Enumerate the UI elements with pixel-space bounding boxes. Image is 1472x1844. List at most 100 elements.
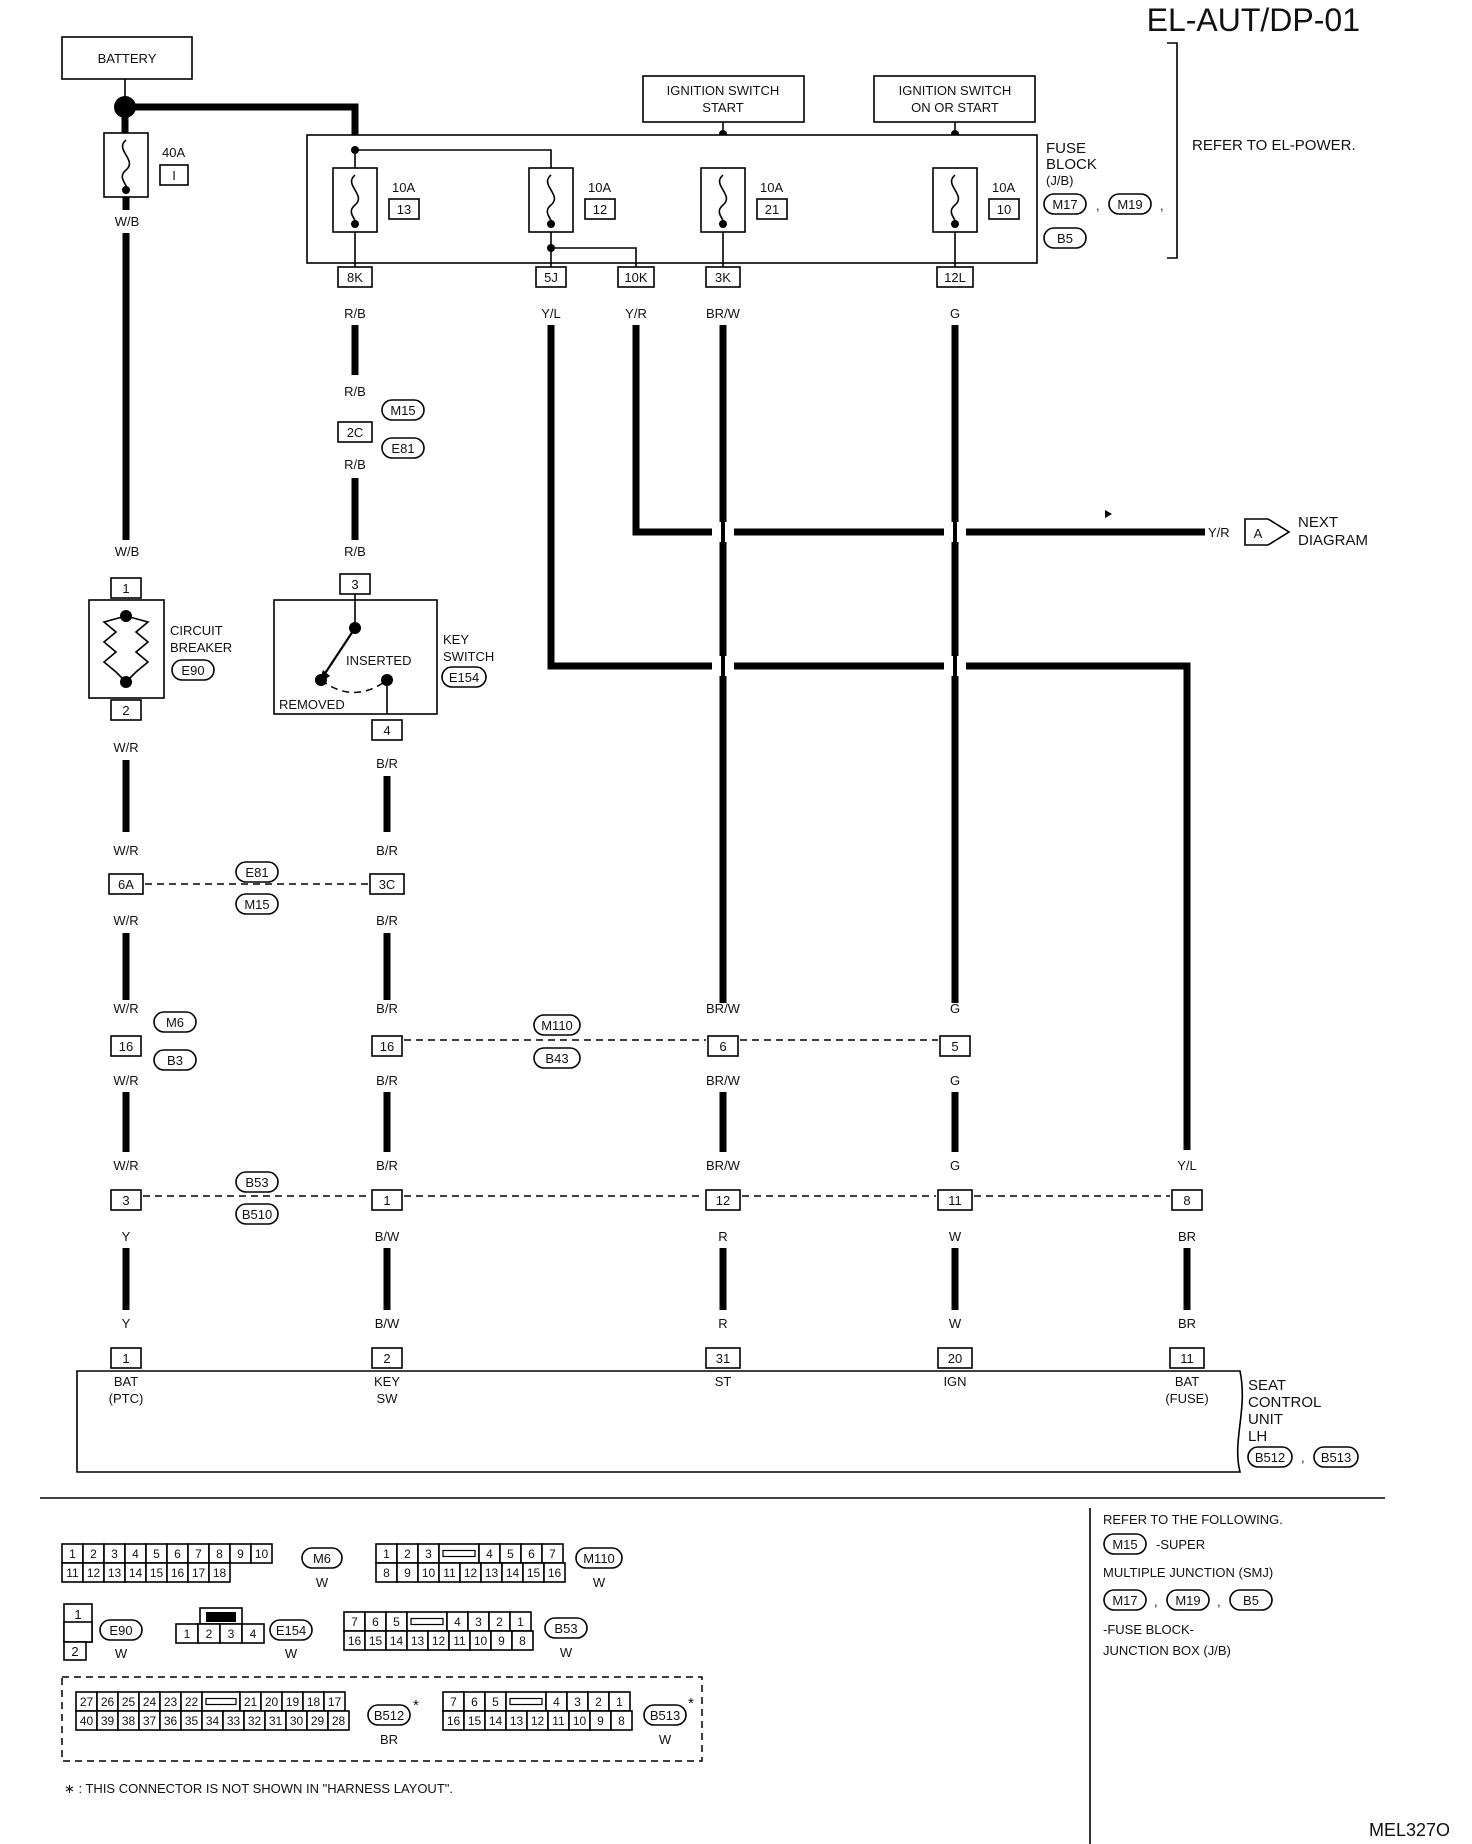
m6-cell-label: 11 (66, 1566, 79, 1580)
e81-wr-bottom: W/R (113, 913, 138, 928)
ignition-on-line1: IGNITION SWITCH (899, 83, 1012, 98)
terminal-12l: 12L (936, 266, 974, 288)
b512-cell-label: 24 (143, 1695, 157, 1709)
wire-color-3k: BR/W (706, 306, 741, 321)
b53-wire-top-1: W/R (113, 1158, 138, 1173)
b512-cell-label: 29 (311, 1714, 325, 1728)
svg-text:B510: B510 (242, 1207, 272, 1222)
key-switch-pin-4: 4 (371, 719, 403, 741)
svg-text:W: W (285, 1646, 298, 1661)
svg-text:10A: 10A (760, 180, 783, 195)
m6-cell-label: 15 (150, 1566, 164, 1580)
b53-wire-bottom-2: B/W (375, 1229, 400, 1244)
svg-text:13: 13 (397, 202, 411, 217)
junction-b53-pin-12: 12 (705, 1189, 741, 1211)
b512-cell-label: 38 (122, 1714, 136, 1728)
svg-text:M6: M6 (166, 1015, 184, 1030)
connector-2c: 2C (337, 421, 373, 443)
m110-cell-label: 14 (506, 1566, 520, 1580)
m110-cell-label: 11 (443, 1566, 456, 1580)
smj-2c-wire-bottom: R/B (344, 457, 366, 472)
legend-b512-id: B512 * BR (367, 1697, 419, 1747)
svg-text:M17: M17 (1112, 1593, 1137, 1608)
e81-wr-top: W/R (113, 843, 138, 858)
connector-badge-m15-2c: M15 (381, 399, 425, 421)
b53-cell-label: 7 (351, 1615, 358, 1629)
svg-text:16: 16 (119, 1039, 133, 1054)
legend-b513-id: B513 * W (643, 1695, 694, 1747)
fuse-21: 10A 21 (700, 167, 788, 233)
b513-cell-label: 15 (468, 1714, 482, 1728)
b512-cell-label: 18 (307, 1695, 321, 1709)
m6-cell-label: 16 (171, 1566, 185, 1580)
fuse-block-line2: BLOCK (1046, 156, 1097, 173)
seat-wire-4: W (949, 1316, 962, 1331)
legend-m6-id: M6 W (301, 1547, 343, 1590)
b53-cell-label: 16 (348, 1634, 362, 1648)
key-switch-removed: REMOVED (279, 697, 345, 712)
seat-pin-2: 2 (371, 1347, 403, 1369)
m110-brw-bottom: BR/W (706, 1073, 741, 1088)
svg-text:M110: M110 (583, 1551, 615, 1566)
m110-cell-label: 15 (527, 1566, 541, 1580)
b53-cell-label: 10 (474, 1634, 488, 1648)
seat-terminal-name-1a: BAT (114, 1374, 138, 1389)
svg-text:11: 11 (948, 1193, 962, 1208)
key-switch-wire-out: B/R (376, 756, 398, 771)
terminal-3k: 3K (705, 266, 741, 288)
b53-wire-bottom-3: R (718, 1229, 727, 1244)
svg-text:M17: M17 (1052, 197, 1077, 212)
e154-cell-label: 2 (206, 1627, 213, 1641)
key-switch-line1: KEY (443, 632, 469, 647)
seat-terminal-name-1b: (PTC) (109, 1391, 144, 1406)
b513-cell-label: 2 (595, 1695, 602, 1709)
svg-text:M6: M6 (313, 1551, 331, 1566)
refer-fb-badge-b5: B5 (1229, 1589, 1273, 1611)
junction-m110-pin-16: 16 (371, 1035, 403, 1057)
key-switch-inserted: INSERTED (346, 653, 412, 668)
b53-cell-label: 4 (454, 1615, 461, 1629)
seat-control-unit-box (76, 1370, 1244, 1473)
svg-text:A: A (1254, 526, 1263, 541)
e154-cell-label: 1 (184, 1627, 191, 1641)
junction-b53-badge-top: B53 (235, 1171, 279, 1193)
svg-text:1: 1 (122, 1351, 129, 1366)
b513-cell-label: 13 (510, 1714, 524, 1728)
b512-cell-label: 40 (80, 1714, 94, 1728)
svg-text:31: 31 (716, 1351, 730, 1366)
svg-text:6A: 6A (118, 877, 134, 892)
m6-cell-label: 3 (111, 1547, 118, 1561)
power-refer-bracket (1167, 42, 1178, 259)
key-switch-contacts (315, 594, 393, 714)
m6-cell-label: 4 (132, 1547, 139, 1561)
b512-cell-label: 19 (286, 1695, 300, 1709)
m110-cell-label: 2 (404, 1547, 411, 1561)
b53-wire-bottom-1: Y (122, 1229, 131, 1244)
seat-terminal-name-5b: (FUSE) (1165, 1391, 1208, 1406)
b513-cell-label: 4 (553, 1695, 560, 1709)
m110-cell-label: 7 (549, 1547, 556, 1561)
ignition-start-box (642, 75, 805, 123)
fuse-dot (122, 186, 130, 194)
svg-text:10: 10 (997, 202, 1011, 217)
b512-cell-label: 17 (328, 1695, 342, 1709)
e81-br-top: B/R (376, 843, 398, 858)
svg-text:4: 4 (383, 723, 390, 738)
wire-color-12l: G (950, 306, 960, 321)
fuse-block-connector-m19: M19 (1108, 193, 1152, 215)
seat-terminal-name-3: ST (715, 1374, 732, 1389)
svg-text:20: 20 (948, 1351, 962, 1366)
junction-b53-badge-bottom: B510 (235, 1203, 279, 1225)
svg-text:E81: E81 (245, 865, 268, 880)
junction-m6-badge-top: M6 (153, 1011, 197, 1033)
svg-text:B513: B513 (650, 1708, 680, 1723)
b513-cell-label: 10 (573, 1714, 587, 1728)
m110-br-bottom: B/R (376, 1073, 398, 1088)
b53-cell-label: 12 (432, 1634, 446, 1648)
svg-text:B5: B5 (1057, 231, 1073, 246)
b512-cell-label: 36 (164, 1714, 178, 1728)
key-switch-line2: SWITCH (443, 649, 494, 664)
seat-wire-5: BR (1178, 1316, 1196, 1331)
wire-yl (547, 325, 1191, 1150)
